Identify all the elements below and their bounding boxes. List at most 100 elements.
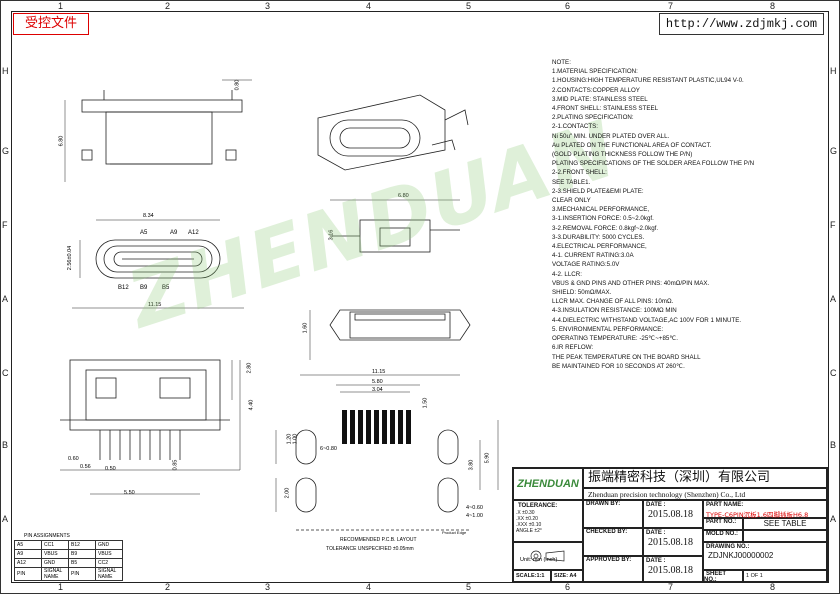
front-view-port — [72, 219, 244, 309]
row-marker-B: B — [2, 440, 9, 450]
col-marker-bottom-5: 5 — [466, 582, 472, 592]
dim-2-00: 2.00 — [284, 487, 291, 499]
note-line: THE PEAK TEMPERATURE ON THE BOARD SHALL — [552, 353, 701, 361]
table-row: A5 CC1 B12 GND — [14, 540, 123, 550]
dim-11-15-a: 11.15 — [148, 302, 162, 308]
row-marker-right-F: F — [830, 220, 836, 230]
note-line: Ni 50u" MIN. UNDER PLATED OVER ALL. — [552, 132, 670, 140]
note-line: 2-1.CONTACTS: — [552, 123, 598, 131]
dim-2-80: 2.80 — [246, 362, 253, 374]
top-view — [60, 359, 241, 495]
drawn-by-cell: DRAWN BY: — [583, 500, 643, 528]
dim-0-50: 0.50 — [105, 466, 116, 472]
iso-view — [317, 94, 469, 171]
table-cell: VBUS — [41, 549, 69, 559]
drawn-by-label: DRAWN BY: — [586, 501, 621, 507]
drawing-no-value: ZDJNKJ00000002 — [708, 551, 774, 560]
company-name-cn: 振端精密科技（深圳）有限公司 — [583, 468, 827, 488]
date-label: DATE : — [646, 530, 666, 536]
pin-label-a9: A9 — [170, 230, 178, 236]
dim-5-50: 5.50 — [124, 490, 135, 496]
note-line: SHIELD: 50mΩ/MAX. — [552, 289, 612, 297]
dim-0-80: 0.80 — [234, 79, 241, 91]
row-marker-right-C: C — [830, 368, 837, 378]
controlled-document-stamp: 受控文件 — [13, 13, 89, 35]
table-cell: CC2 — [95, 558, 123, 568]
mold-no-label-cell: MOLD NO.: — [703, 530, 743, 542]
note-line: 3.MID PLATE: STAINLESS STEEL — [552, 95, 648, 103]
tolerance-label: TOLERANCE UNSPECIFIED ±0.05mm — [326, 546, 414, 552]
note-line: 3.MECHANICAL PERFORMANCE, — [552, 206, 650, 214]
website-url[interactable]: http://www.zdjmkj.com — [659, 13, 824, 35]
row-marker-right-B: B — [830, 440, 837, 450]
scale-label: SCALE:1:1 — [513, 570, 551, 582]
note-line: Au PLATED ON THE FUNCTIONAL AREA OF CONT… — [552, 141, 712, 149]
row-marker-right-H: H — [830, 66, 837, 76]
checked-by-label: CHECKED BY: — [586, 529, 628, 535]
date-value: 2015.08.18 — [648, 565, 693, 576]
note-line: 3-2.REMOVAL FORCE: 0.8kgf~2.0kgf. — [552, 224, 659, 232]
part-name-label: PART NAME: — [706, 502, 744, 508]
note-line: OPERATING TEMPERATURE: -25℃~+85℃. — [552, 335, 678, 343]
projection-symbol — [513, 542, 583, 570]
note-line: 2-2.FRONT SHELL: — [552, 169, 607, 177]
col-marker-3: 3 — [265, 1, 271, 11]
dim-6-80-b: 6.80 — [398, 193, 409, 199]
col-marker-5: 5 — [466, 1, 472, 11]
pin-label-a5: A5 — [140, 230, 148, 236]
drawing-no-label: DRAWING NO.: — [706, 544, 750, 550]
dim-4-1-00: 4~1.00 — [466, 513, 483, 519]
note-line: NOTE: — [552, 59, 571, 66]
date-cell-3: DATE : 2015.08.18 — [643, 556, 703, 582]
side-view-body — [105, 111, 213, 165]
note-line: VBUS & GND PINS AND OTHER PINS: 40mΩ/PIN… — [552, 279, 710, 287]
note-line: PLATING SPECIFICATIONS OF THE SOLDER ARE… — [552, 160, 755, 168]
product-edge-label: Product Edge — [442, 530, 467, 535]
dim-5-80: 5.80 — [372, 379, 383, 385]
pin-label-a12: A12 — [188, 230, 199, 236]
date-value: 2015.08.18 — [648, 537, 693, 548]
approved-by-cell: APPROVED BY: — [583, 556, 643, 582]
col-marker-bottom-1: 1 — [58, 582, 64, 592]
note-line: 4.ELECTRICAL PERFORMANCE, — [552, 243, 647, 251]
col-marker-1: 1 — [58, 1, 64, 11]
table-cell: PIN — [68, 567, 96, 581]
col-marker-bottom-8: 8 — [770, 582, 776, 592]
company-name-en: Zhenduan precision technology (Shenzhen)… — [583, 488, 827, 500]
dim-1-00: 1.00 — [292, 433, 299, 445]
dim-8-34: 8.34 — [143, 213, 154, 219]
pcb-layout-label: RECOMMENDED P.C.B. LAYOUT — [340, 537, 417, 543]
note-line: 5. ENVIRONMENTAL PERFORMANCE: — [552, 325, 664, 333]
dim-3-04: 3.04 — [372, 387, 383, 393]
part-name-cell: PART NAME: TYPE-C6PIN沉板1.6四脚插板H6.8 — [703, 500, 827, 519]
checked-by-cell: CHECKED BY: — [583, 528, 643, 556]
note-line: 2.CONTACTS:COPPER ALLOY — [552, 86, 640, 94]
port-outline — [95, 239, 221, 279]
date-label: DATE : — [646, 558, 666, 564]
row-marker-right-G: G — [830, 146, 838, 156]
tolerance-block: TOLERANCE: .X ±0.30 .XX ±0.20 .XXX ±0.10… — [513, 500, 583, 542]
col-marker-6: 6 — [565, 1, 571, 11]
dim-3-80: 3.80 — [468, 459, 475, 471]
table-cell: SIGNAL NAME — [41, 567, 69, 581]
col-marker-bottom-4: 4 — [366, 582, 372, 592]
note-line: 4-3.INSULATION RESISTANCE: 100MΩ MIN — [552, 307, 677, 315]
col-marker-7: 7 — [668, 1, 674, 11]
dim-0-56: 0.56 — [80, 464, 91, 470]
dim-1-60: 1.60 — [302, 322, 309, 334]
table-row: A12 GND B5 CC2 — [14, 558, 123, 568]
part-no-label: PART NO.: — [706, 519, 737, 525]
inner-frame — [11, 11, 829, 583]
note-line: 1.MATERIAL SPECIFICATION: — [552, 68, 638, 76]
pin-label-b9: B9 — [140, 285, 148, 291]
dim-5-90: 5.90 — [484, 452, 491, 464]
company-logo: ZHENDUAN — [513, 468, 583, 500]
projection-icon — [530, 550, 565, 562]
col-marker-bottom-2: 2 — [165, 582, 171, 592]
unit-label: Unit: mm (inch) — [520, 557, 558, 563]
table-cell: A9 — [14, 549, 42, 559]
side-view-top — [64, 79, 252, 182]
note-line: CLEAR ONLY — [552, 197, 591, 205]
tolerance-title: TOLERANCE: — [518, 503, 558, 509]
